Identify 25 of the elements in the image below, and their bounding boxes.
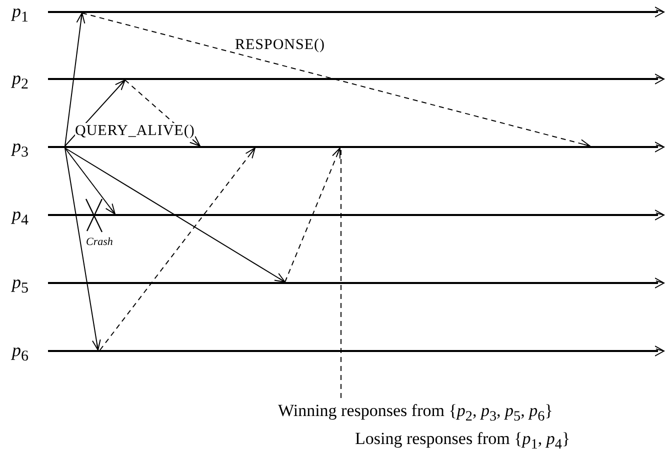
process-timeline [48,78,658,80]
process-label: p$_{2}$ [12,67,28,95]
message-arrow [64,148,116,214]
message-arrow [64,148,286,282]
annotation-text: Losing responses from {p$_{1}$, p$_{4}$} [355,428,570,454]
message-label: QUERY_ALIVE() [75,123,195,139]
process-timeline [48,214,658,216]
process-label: p$_{4}$ [12,203,28,231]
message-arrow [64,12,86,146]
process-timeline [48,11,658,13]
message-arrow [82,12,590,148]
message-arrow [284,148,340,282]
process-timeline [48,146,658,148]
message-label: RESPONSE() [235,37,326,53]
annotation-text: Winning responses from {p$_{2}$, p$_{3}$, p$_{5}$, p$_{6}$} [278,398,553,430]
crash-label: Crash [86,235,113,250]
process-label: p$_{1}$ [12,0,28,28]
process-label: p$_{5}$ [12,271,28,299]
message-arrow [100,148,256,350]
message-arrow [64,148,101,350]
process-timeline [48,282,658,284]
marker-line [340,148,342,398]
process-label: p$_{3}$ [12,135,28,163]
process-label: p$_{6}$ [12,339,28,367]
process-timeline [48,350,658,352]
